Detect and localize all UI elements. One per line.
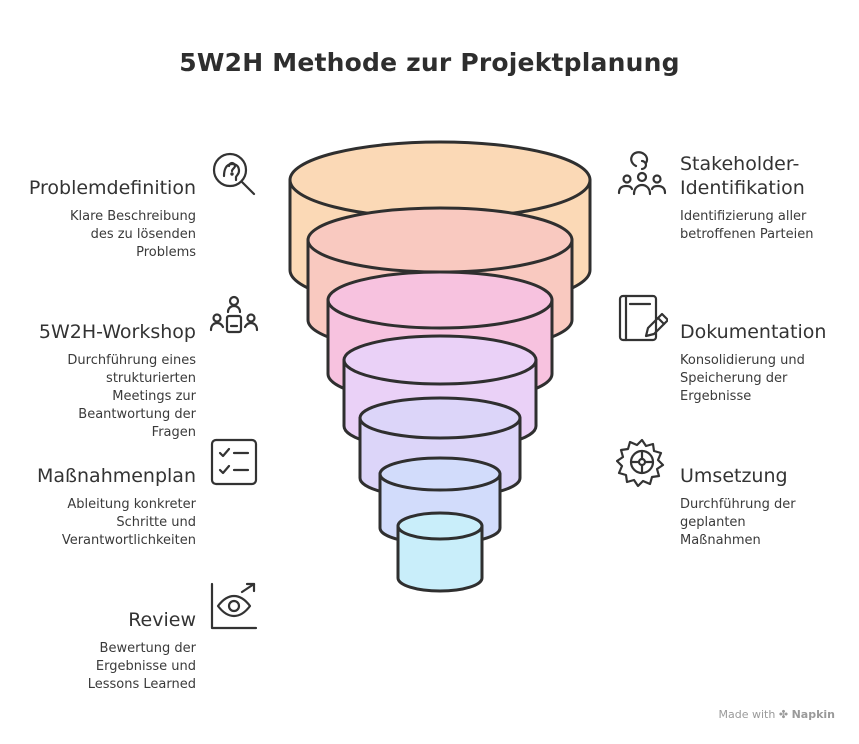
item-documentation: Dokumentation Konsolidierung und Speiche… xyxy=(680,320,859,406)
question-head-magnifier-icon xyxy=(208,148,260,200)
funnel-graphic xyxy=(288,140,592,593)
notebook-pencil-icon xyxy=(616,292,670,344)
desc-review: Bewertung der Ergebnisse und Lessons Lea… xyxy=(87,641,196,692)
item-stakeholder: Stakeholder- Identifikation Identifizier… xyxy=(680,152,859,244)
item-plan: Maßnahmenplan Ableitung konkreter Schrit… xyxy=(0,464,196,550)
desc-problem: Klare Beschreibung des zu lösenden Probl… xyxy=(69,209,196,260)
item-implementation: Umsetzung Durchführung der geplanten Maß… xyxy=(680,464,859,550)
footer-brand: Napkin xyxy=(791,708,835,721)
item-workshop: 5W2H-Workshop Durchführung eines struktu… xyxy=(0,320,196,442)
diagram-title: 5W2H Methode zur Projektplanung xyxy=(179,48,680,77)
desc-documentation: Konsolidierung und Speicherung der Ergeb… xyxy=(680,353,805,404)
heading-stakeholder: Stakeholder- Identifikation xyxy=(680,153,805,199)
meeting-people-icon xyxy=(208,292,260,344)
heading-implementation: Umsetzung xyxy=(680,465,788,487)
checklist-icon xyxy=(208,436,260,488)
gear-icon xyxy=(615,436,668,488)
napkin-logo-icon: ✤ xyxy=(778,708,789,721)
heading-workshop: 5W2H-Workshop xyxy=(38,321,196,343)
stakeholder-group-icon xyxy=(616,148,668,200)
heading-review: Review xyxy=(128,609,196,631)
desc-implementation: Durchführung der geplanten Maßnahmen xyxy=(680,497,796,548)
item-problem: Problemdefinition Klare Beschreibung des… xyxy=(0,176,196,262)
heading-documentation: Dokumentation xyxy=(680,321,827,343)
desc-workshop: Durchführung eines strukturierten Meetin… xyxy=(67,353,196,440)
desc-plan: Ableitung konkreter Schritte und Verantw… xyxy=(61,497,196,548)
heading-plan: Maßnahmenplan xyxy=(37,465,196,487)
footer-prefix: Made with xyxy=(718,708,776,721)
desc-stakeholder: Identifizierung aller betroffenen Partei… xyxy=(680,209,814,242)
eye-chart-icon xyxy=(208,580,260,632)
item-review: Review Bewertung der Ergebnisse und Less… xyxy=(0,608,196,694)
heading-problem: Problemdefinition xyxy=(28,177,196,199)
funnel-layer-7 xyxy=(396,511,484,593)
made-with-footer: Made with ✤ Napkin xyxy=(719,708,835,721)
